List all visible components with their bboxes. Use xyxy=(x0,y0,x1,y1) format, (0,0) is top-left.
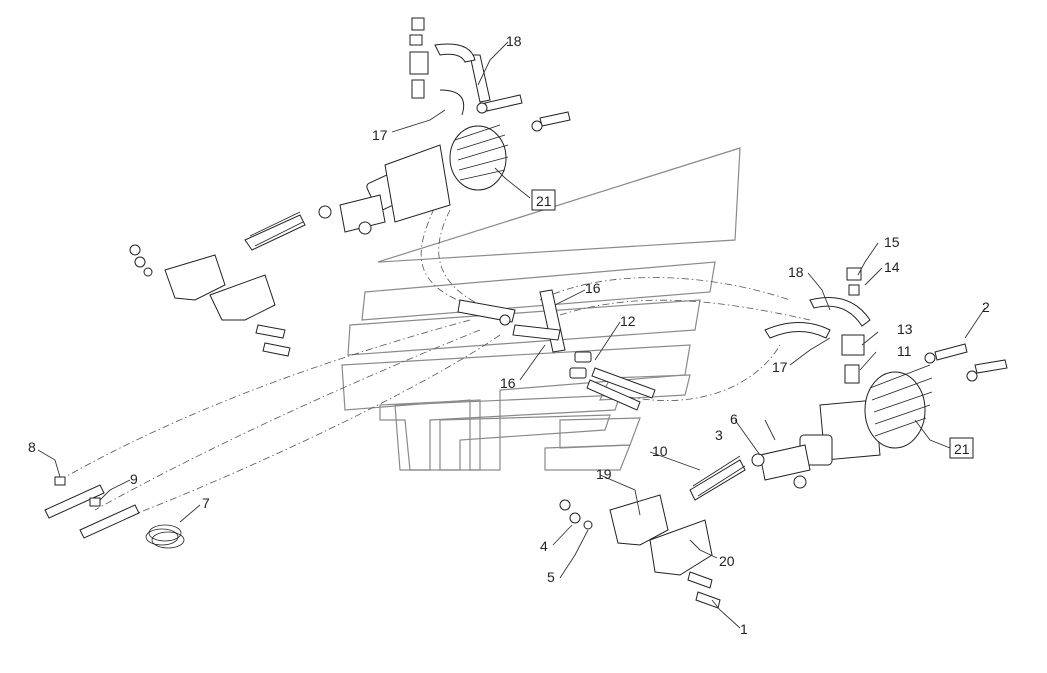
callout-14: 14 xyxy=(884,259,900,275)
callout-15: 15 xyxy=(884,234,900,250)
callout-labels: 18 17 21 16 16 12 15 14 18 2 13 11 17 6 … xyxy=(28,33,990,637)
leader-lines xyxy=(37,41,986,629)
callout-19: 19 xyxy=(596,466,612,482)
callout-17-upper: 17 xyxy=(372,127,388,143)
callout-12: 12 xyxy=(620,313,636,329)
lower-brackets xyxy=(559,494,721,609)
pins-and-rings xyxy=(44,476,185,549)
callout-7: 7 xyxy=(202,495,210,511)
callout-8: 8 xyxy=(28,439,36,455)
callout-1: 1 xyxy=(740,621,748,637)
callout-17-lower: 17 xyxy=(772,359,788,375)
callout-11: 11 xyxy=(897,343,912,359)
callout-4: 4 xyxy=(540,538,548,554)
callout-2: 2 xyxy=(982,299,990,315)
callout-10: 10 xyxy=(652,443,668,459)
lower-cylinder-assembly xyxy=(689,267,1008,501)
callout-18-upper: 18 xyxy=(506,33,522,49)
callout-13: 13 xyxy=(897,321,913,337)
callout-3: 3 xyxy=(715,427,723,443)
callout-5: 5 xyxy=(547,569,555,585)
callout-21-lower-box xyxy=(949,437,974,459)
callout-16-upper: 16 xyxy=(585,280,601,296)
upper-cylinder-assembly xyxy=(244,17,571,251)
callout-21-upper-box xyxy=(531,189,556,211)
callout-16-lower: 16 xyxy=(500,375,516,391)
callout-6: 6 xyxy=(730,411,738,427)
callout-21-upper: 21 xyxy=(536,193,552,209)
callout-9: 9 xyxy=(130,471,138,487)
center-fittings xyxy=(457,289,656,411)
upper-brackets xyxy=(129,244,291,357)
callout-21-lower: 21 xyxy=(954,441,970,457)
callout-20: 20 xyxy=(719,553,735,569)
callout-18-lower: 18 xyxy=(788,264,804,280)
